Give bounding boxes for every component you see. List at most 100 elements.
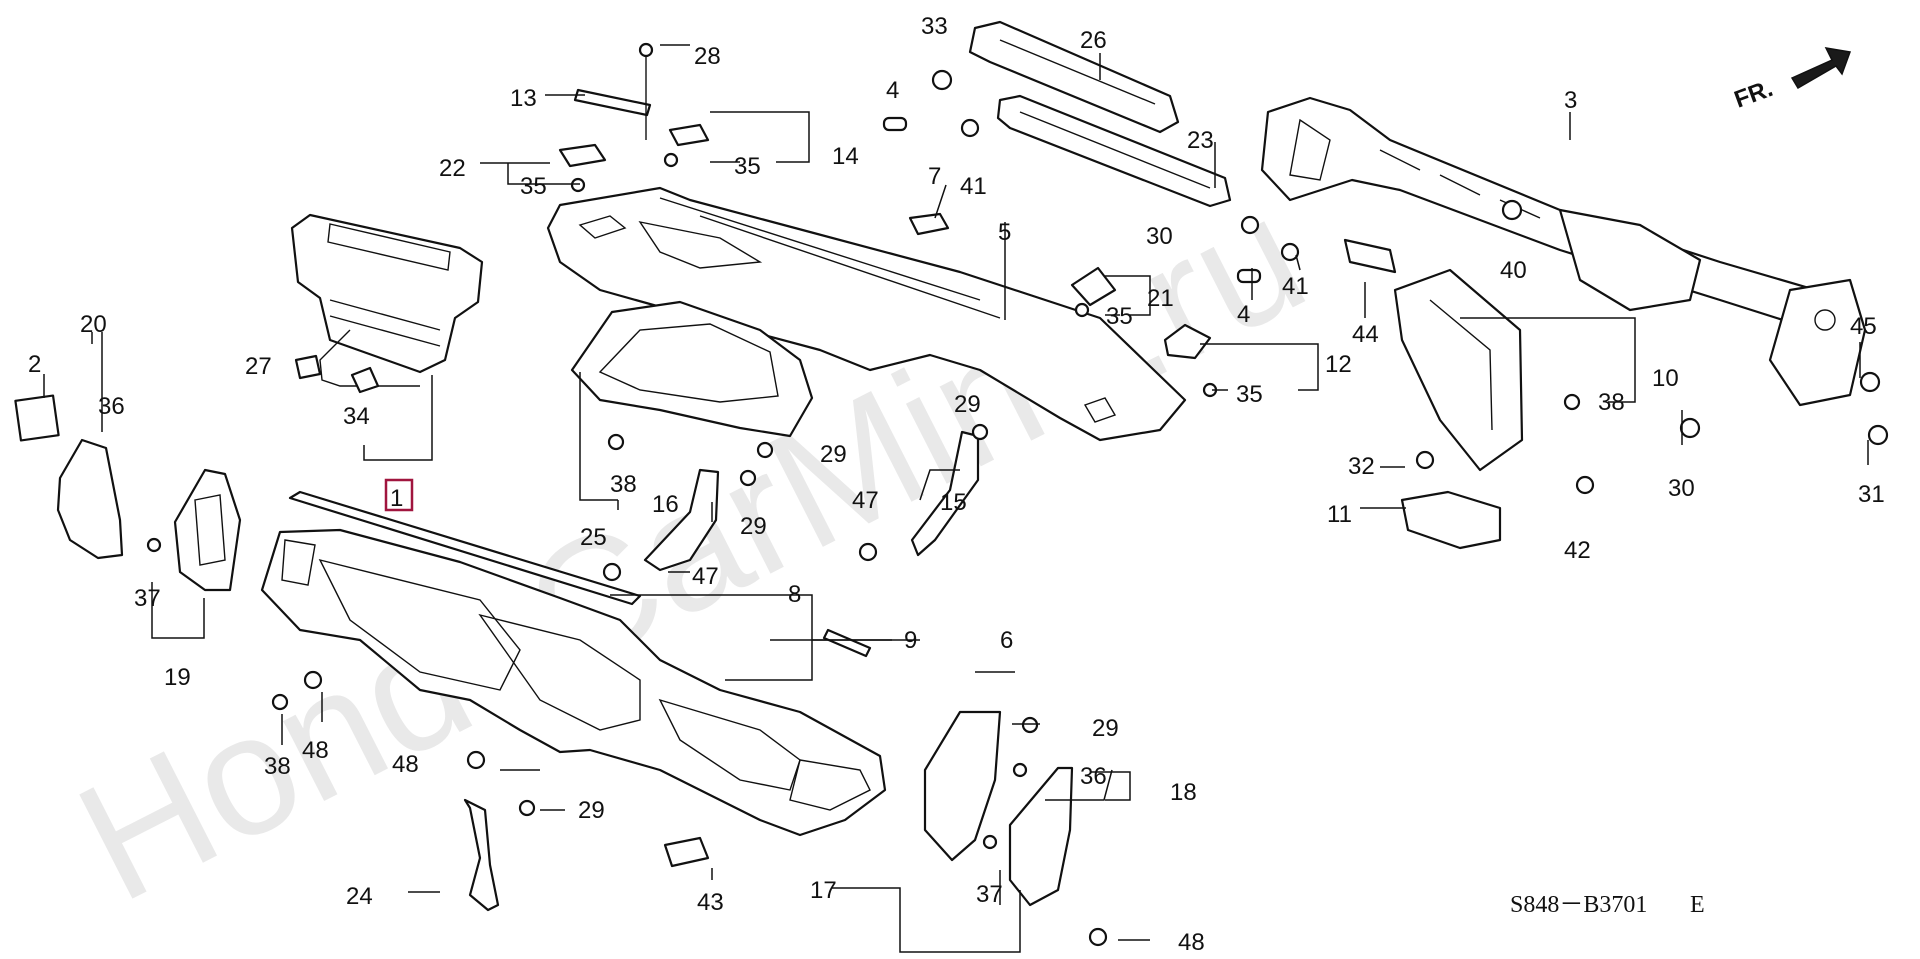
callout-33[interactable]: 33 bbox=[921, 13, 948, 40]
stud-32[interactable] bbox=[1415, 450, 1435, 470]
dashboard-lower-panel[interactable] bbox=[260, 528, 887, 837]
bolt-48-left[interactable] bbox=[303, 670, 323, 690]
strip-9[interactable] bbox=[822, 628, 872, 658]
callout-38-left[interactable]: 38 bbox=[264, 753, 291, 780]
bolt-47-left[interactable] bbox=[602, 562, 622, 582]
bolt-31[interactable] bbox=[1867, 424, 1889, 446]
bracket-11[interactable] bbox=[1400, 490, 1502, 550]
screw-29-b[interactable] bbox=[739, 469, 757, 487]
callout-29-d[interactable]: 29 bbox=[1092, 715, 1119, 742]
vent-22[interactable] bbox=[558, 143, 607, 168]
callout-4-lower[interactable]: 4 bbox=[1237, 301, 1250, 328]
clip-35-b[interactable] bbox=[570, 177, 586, 193]
clip-38-right[interactable] bbox=[1563, 393, 1581, 411]
clip-13[interactable] bbox=[573, 88, 652, 117]
side-cover-left[interactable] bbox=[56, 438, 124, 560]
bolt-41-upper[interactable] bbox=[960, 118, 980, 138]
callout-5[interactable]: 5 bbox=[998, 219, 1011, 246]
bolt-40[interactable] bbox=[1501, 199, 1523, 221]
bolt-33[interactable] bbox=[931, 69, 953, 91]
callout-12[interactable]: 12 bbox=[1325, 351, 1352, 378]
callout-48-left[interactable]: 48 bbox=[302, 737, 329, 764]
bolt-47-right[interactable] bbox=[858, 542, 878, 562]
callout-19[interactable]: 19 bbox=[164, 664, 191, 691]
clip-35-c[interactable] bbox=[1074, 302, 1090, 318]
reinforcement-bracket-23[interactable] bbox=[996, 94, 1232, 208]
callout-38-right[interactable]: 38 bbox=[1598, 389, 1625, 416]
callout-6[interactable]: 6 bbox=[1000, 627, 1013, 654]
callout-1[interactable]: 1 bbox=[390, 485, 403, 512]
callout-42[interactable]: 42 bbox=[1564, 537, 1591, 564]
bolt-42[interactable] bbox=[1575, 475, 1595, 495]
callout-35-b[interactable]: 35 bbox=[520, 173, 547, 200]
callout-35-c[interactable]: 35 bbox=[1106, 303, 1133, 330]
callout-29-b[interactable]: 29 bbox=[740, 513, 767, 540]
callout-29-e[interactable]: 29 bbox=[578, 797, 605, 824]
center-lower-stay[interactable] bbox=[1393, 268, 1524, 472]
stud-4-lower[interactable] bbox=[1236, 268, 1262, 284]
callout-27[interactable]: 27 bbox=[245, 353, 272, 380]
stay-bracket-15[interactable] bbox=[910, 430, 980, 557]
stud-4-upper[interactable] bbox=[882, 116, 908, 132]
bolt-45[interactable] bbox=[1859, 371, 1881, 393]
callout-16[interactable]: 16 bbox=[652, 491, 679, 518]
hanger-beam-center-bracket[interactable] bbox=[1558, 208, 1702, 312]
callout-35-d[interactable]: 35 bbox=[1236, 381, 1263, 408]
stay-bracket-16[interactable] bbox=[643, 468, 720, 572]
callout-11[interactable]: 11 bbox=[1327, 501, 1352, 528]
bolt-48-center[interactable] bbox=[466, 750, 486, 770]
cover-7[interactable] bbox=[908, 212, 950, 236]
bracket-44[interactable] bbox=[1343, 238, 1397, 274]
bolt-30-upper[interactable] bbox=[1240, 215, 1260, 235]
callout-41-lower[interactable]: 41 bbox=[1282, 273, 1309, 300]
callout-45[interactable]: 45 bbox=[1850, 313, 1877, 340]
knee-bolster-17[interactable] bbox=[923, 710, 1002, 862]
callout-36-left[interactable]: 36 bbox=[98, 393, 125, 420]
callout-30-upper[interactable]: 30 bbox=[1146, 223, 1173, 250]
callout-28[interactable]: 28 bbox=[694, 43, 721, 70]
callout-9[interactable]: 9 bbox=[904, 627, 917, 654]
callout-14[interactable]: 14 bbox=[832, 143, 859, 170]
callout-48-center[interactable]: 48 bbox=[392, 751, 419, 778]
callout-21[interactable]: 21 bbox=[1147, 285, 1174, 312]
callout-29-c[interactable]: 29 bbox=[954, 391, 981, 418]
callout-29-a[interactable]: 29 bbox=[820, 441, 847, 468]
callout-26[interactable]: 26 bbox=[1080, 27, 1107, 54]
pin-28[interactable] bbox=[638, 42, 654, 58]
clip-37-left[interactable] bbox=[146, 537, 162, 553]
screw-29-c[interactable] bbox=[971, 423, 989, 441]
dashboard-top-trim-strip[interactable] bbox=[288, 490, 642, 606]
clip-38-left[interactable] bbox=[271, 693, 289, 711]
callout-24[interactable]: 24 bbox=[346, 883, 373, 910]
callout-47-left[interactable]: 47 bbox=[692, 563, 719, 590]
vent-21[interactable] bbox=[1070, 266, 1117, 307]
callout-37-right[interactable]: 37 bbox=[976, 881, 1003, 908]
side-cover-right-18[interactable] bbox=[1008, 766, 1074, 907]
screw-29-d[interactable] bbox=[1021, 716, 1039, 734]
callout-34[interactable]: 34 bbox=[343, 403, 370, 430]
callout-18[interactable]: 18 bbox=[1170, 779, 1197, 806]
callout-4-upper[interactable]: 4 bbox=[886, 77, 899, 104]
callout-20[interactable]: 20 bbox=[80, 311, 107, 338]
lower-bracket-24[interactable] bbox=[463, 798, 500, 912]
callout-36-right[interactable]: 36 bbox=[1080, 763, 1107, 790]
callout-30-lower[interactable]: 30 bbox=[1668, 475, 1695, 502]
callout-41-upper[interactable]: 41 bbox=[960, 173, 987, 200]
callout-15[interactable]: 15 bbox=[940, 489, 967, 516]
steering-hanger-beam[interactable] bbox=[1260, 96, 1857, 337]
lid-43[interactable] bbox=[663, 836, 710, 868]
callout-38-center[interactable]: 38 bbox=[610, 471, 637, 498]
grommet-34[interactable] bbox=[350, 366, 380, 394]
callout-32[interactable]: 32 bbox=[1348, 453, 1375, 480]
callout-17[interactable]: 17 bbox=[810, 877, 837, 904]
callout-10[interactable]: 10 bbox=[1652, 365, 1679, 392]
callout-40[interactable]: 40 bbox=[1500, 257, 1527, 284]
passenger-airbag-module[interactable] bbox=[290, 213, 484, 374]
screw-29-e[interactable] bbox=[518, 799, 536, 817]
callout-25[interactable]: 25 bbox=[580, 524, 607, 551]
cover-12[interactable] bbox=[1163, 323, 1212, 360]
bolt-30-lower[interactable] bbox=[1679, 417, 1701, 439]
upper-frame-bracket[interactable] bbox=[570, 300, 814, 438]
callout-23[interactable]: 23 bbox=[1187, 127, 1214, 154]
callout-43[interactable]: 43 bbox=[697, 889, 724, 916]
